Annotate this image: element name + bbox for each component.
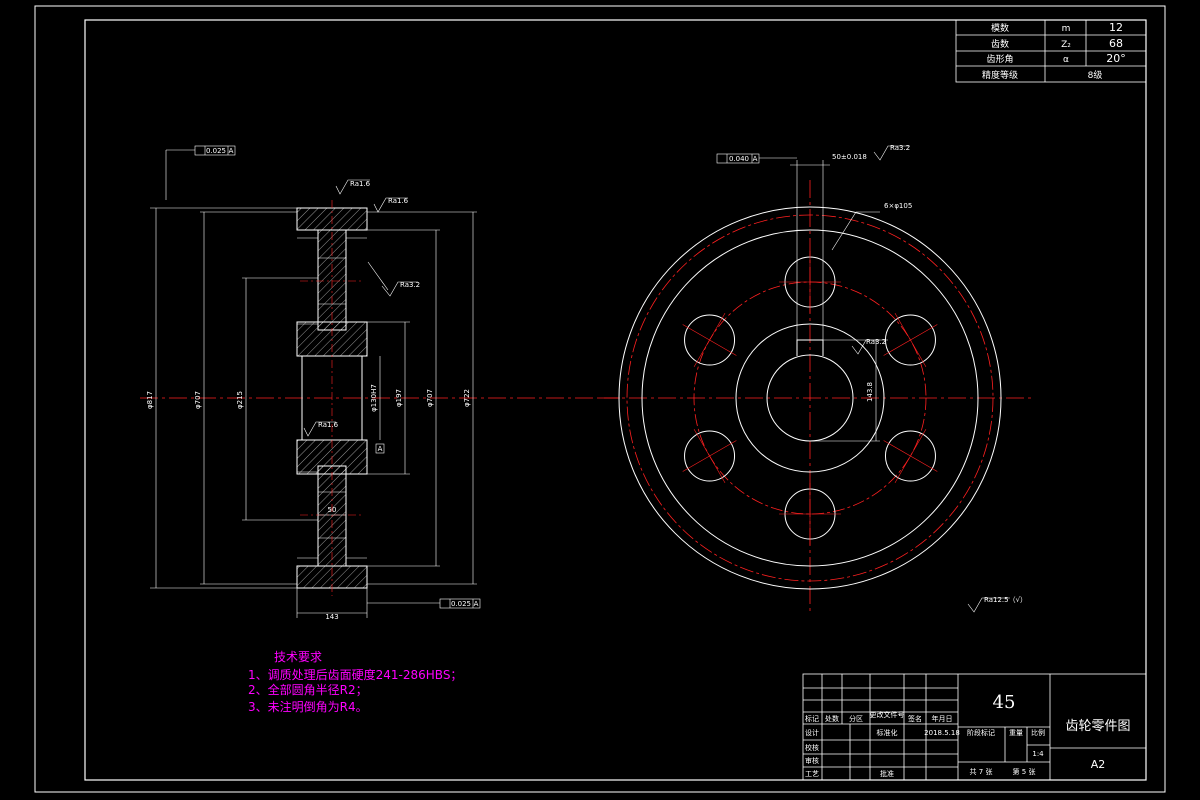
dim-rim2: φ722 — [463, 389, 471, 407]
date: 2018.5.18 — [924, 729, 960, 737]
sym-tol-frame: 0.040 A — [716, 153, 797, 164]
tol-bottom-datum: A — [474, 600, 479, 608]
hdr-0: 标记 — [805, 714, 819, 723]
holes-callout: 6×φ105 — [884, 202, 912, 210]
tol-top-datum: A — [229, 147, 234, 155]
hub-circle — [735, 323, 885, 473]
param-sym-2: α — [1063, 55, 1069, 65]
bore-depth-dim: 143.8 — [866, 382, 874, 402]
lightening-hole — [684, 430, 736, 482]
lightening-hole — [884, 430, 936, 482]
sheet-number: 第 5 张 — [1013, 767, 1036, 776]
param-val-2: 20° — [1106, 52, 1126, 65]
rough-3: Ra3.2 — [400, 281, 420, 289]
inner-frame — [84, 19, 1147, 781]
material: 45 — [993, 692, 1016, 713]
param-val-1: 68 — [1109, 37, 1123, 50]
role-1: 校核 — [805, 743, 819, 752]
hole-centerline — [894, 429, 927, 483]
tech-item-2: 3、未注明倒角为R4。 — [248, 699, 368, 714]
dim-bore: φ130H7 — [370, 384, 378, 412]
hdr-5: 年月日 — [932, 714, 953, 723]
lightening-hole — [684, 314, 736, 366]
params-text: 模数 m 12 齿数 Z₂ 68 齿形角 α 20° 精度等级 8级 — [982, 21, 1126, 81]
sym-tol-value: 0.040 — [729, 155, 749, 163]
param-sym-0: m — [1062, 24, 1071, 34]
sheet-size: A2 — [1091, 758, 1106, 771]
tol-top-value: 0.025 — [206, 147, 226, 155]
title-block — [802, 673, 1147, 781]
std-label: 标准化 — [877, 728, 898, 737]
tech-title: 技术要求 — [274, 650, 322, 664]
front-view: φ817 φ707 φ215 φ130H7 φ197 φ707 φ722 143… — [140, 145, 620, 621]
hole-centerline — [693, 313, 726, 367]
grade-value: 8级 — [1088, 69, 1103, 81]
hdr-4: 签名 — [908, 714, 922, 723]
param-name-2: 齿形角 — [986, 53, 1013, 65]
role-2: 审核 — [805, 756, 819, 765]
dim-mid: φ707 — [194, 391, 202, 409]
side-view: 0.040 A 50±0.018 Ra3.2 6×φ105 Ra3.2 143.… — [600, 144, 1032, 615]
dim-width: 143 — [325, 613, 338, 621]
rough-1: Ra1.6 — [350, 180, 371, 188]
param-val-0: 12 — [1109, 21, 1123, 34]
param-name-0: 模数 — [991, 22, 1009, 34]
weight-label: 重量 — [1009, 729, 1023, 737]
tol-frame-top: 0.025 A — [194, 145, 236, 156]
hdr-3: 更改文件号 — [870, 710, 905, 719]
params-table — [955, 19, 1147, 83]
datum-a-marker: A — [378, 445, 383, 453]
stage-label: 阶段标记 — [967, 728, 995, 737]
rough-4: Ra1.6 — [318, 421, 339, 429]
tip-circle — [618, 206, 1002, 590]
dim-web: 50 — [328, 506, 337, 514]
rough-rest: Ra12.5（√） — [984, 596, 1027, 604]
tech-item-0: 1、调质处理后齿面硬度241-286HBS； — [248, 667, 462, 682]
hole-centerline — [693, 429, 726, 483]
grade-label: 精度等级 — [982, 69, 1018, 81]
drawing-name: 齿轮零件图 — [1065, 719, 1130, 734]
sym-tol-datum: A — [753, 155, 758, 163]
dim-hub: φ215 — [236, 391, 244, 409]
dim-outer: φ817 — [146, 391, 154, 409]
side-rough-hub: Ra3.2 — [866, 338, 886, 346]
tech-requirements: 技术要求 1、调质处理后齿面硬度241-286HBS； 2、全部圆角半径R2； … — [248, 650, 462, 714]
hdr-2: 分区 — [849, 714, 863, 723]
scale-label: 比例 — [1031, 728, 1045, 737]
side-rough-top: Ra3.2 — [890, 144, 910, 152]
keyway — [796, 339, 824, 356]
pitch-circle — [626, 214, 994, 582]
tech-item-1: 2、全部圆角半径R2； — [248, 682, 368, 697]
title-block-text: 45 齿轮零件图 A2 标记 处数 分区 更改文件号 签名 年月日 设计 校核 … — [805, 692, 1131, 778]
keyway-dim: 50±0.018 — [832, 153, 867, 161]
param-name-1: 齿数 — [991, 38, 1009, 50]
sheet-count: 共 7 张 — [970, 767, 993, 776]
tol-bottom-value: 0.025 — [451, 600, 471, 608]
approve-label: 批准 — [880, 769, 894, 778]
param-sym-1: Z₂ — [1061, 40, 1071, 50]
hdr-1: 处数 — [825, 714, 839, 723]
dim-rim: φ707 — [426, 389, 434, 407]
tol-frame-bottom: 0.025 A — [439, 598, 481, 609]
rough-2: Ra1.6 — [388, 197, 409, 205]
role-3: 工艺 — [805, 770, 819, 778]
hole-centerline — [894, 313, 927, 367]
role-0: 设计 — [805, 728, 819, 737]
scale-value: 1:4 — [1032, 750, 1044, 758]
root-circle — [641, 229, 979, 567]
outer-frame — [34, 5, 1166, 793]
dim-bore2: φ197 — [395, 389, 403, 407]
